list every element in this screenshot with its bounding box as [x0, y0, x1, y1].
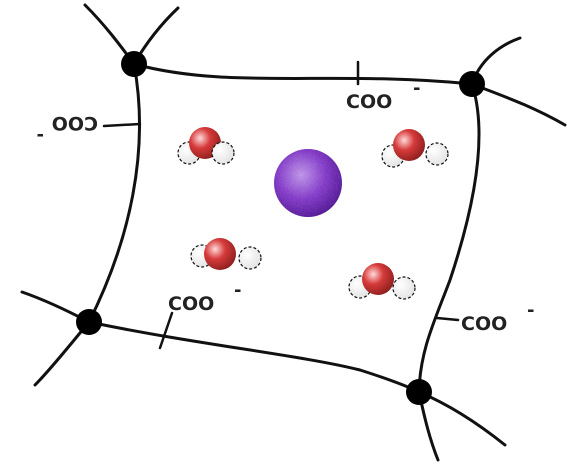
group-charge: -	[413, 78, 420, 99]
group-formula: COO	[168, 293, 214, 315]
carboxylate-branches	[102, 60, 460, 350]
central-ion	[274, 149, 342, 217]
water-molecule	[177, 127, 235, 165]
oxygen-atom	[362, 263, 394, 295]
water-molecule	[190, 238, 262, 270]
water-molecule	[348, 263, 416, 300]
crosslink-node-bottom-right	[406, 379, 432, 405]
carboxylate-label-bottom: COO -	[168, 280, 241, 315]
polymer-chain-right-tail	[470, 82, 567, 127]
hydrogen-atom	[211, 141, 235, 165]
hydrogen-atom	[238, 246, 262, 270]
crosslink-node-bottom-left	[76, 309, 102, 335]
group-charge: -	[234, 280, 241, 301]
group-formula: COO	[346, 91, 392, 113]
polymer-chain-bottom-right-tail	[417, 390, 507, 447]
crosslink-node-top-left	[121, 51, 147, 77]
oxygen-atom	[393, 129, 425, 161]
water-molecule	[381, 129, 449, 168]
polymer-chain-top	[83, 3, 474, 86]
carboxylate-label-left: COO -	[37, 112, 98, 146]
group-charge: -	[37, 125, 44, 146]
branch-left	[102, 122, 142, 128]
group-formula: COO	[461, 313, 507, 335]
carboxylate-label-right: COO -	[461, 300, 534, 335]
polymer-chains	[20, 3, 567, 462]
group-formula: COO	[52, 112, 98, 134]
crosslink-node-top-right	[459, 71, 485, 97]
hydrogen-atom	[392, 276, 416, 300]
polymer-chain-right	[417, 82, 481, 394]
carboxylate-label-top: COO -	[346, 78, 420, 113]
polymer-chain-left	[87, 62, 142, 324]
polymer-chain-bottom	[87, 320, 421, 394]
branch-right	[435, 316, 460, 322]
oxygen-atom	[204, 238, 236, 270]
group-charge: -	[527, 300, 534, 321]
hydrogen-atom	[425, 142, 449, 166]
crosslink-nodes	[76, 51, 485, 405]
branch-bottom	[158, 311, 174, 350]
